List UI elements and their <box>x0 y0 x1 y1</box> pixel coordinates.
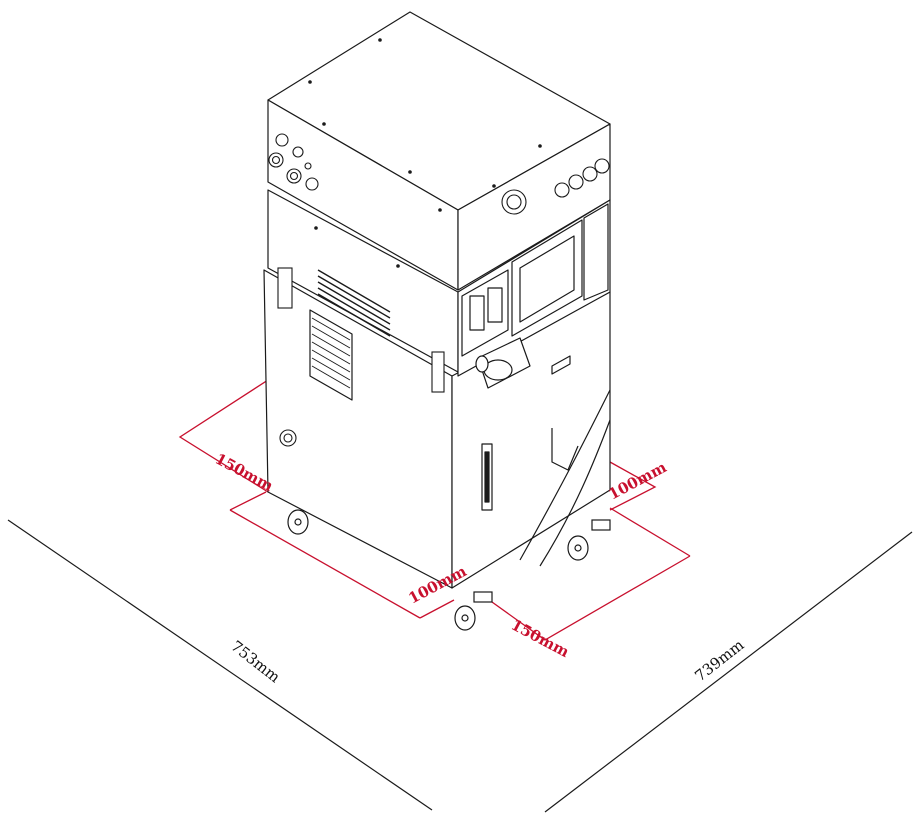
indicator-1 <box>554 182 570 198</box>
cabinet-knob <box>279 429 297 447</box>
pump-cap <box>475 355 489 373</box>
hinge-right <box>431 351 445 393</box>
label-footprint-left: 753mm <box>228 637 284 686</box>
indicator-4 <box>594 158 610 174</box>
accent-curve-2 <box>539 419 611 567</box>
clearance-lines <box>178 379 691 641</box>
display-screen <box>519 235 575 323</box>
latch <box>551 355 571 375</box>
louvre-frame <box>309 309 353 401</box>
control-switch-b <box>487 287 503 323</box>
clearance-front-right <box>477 555 691 641</box>
indicator-2 <box>568 174 584 190</box>
clearance-left-side <box>229 509 421 619</box>
level-gauge-window <box>484 451 490 503</box>
connector-4 <box>292 146 304 158</box>
hinges <box>277 267 445 393</box>
clearance-right-side <box>609 507 691 557</box>
machine <box>263 11 611 589</box>
control-switch-a <box>469 295 485 331</box>
hinge-left <box>277 267 293 309</box>
louvre-slats <box>311 317 351 389</box>
connector-5 <box>305 177 319 191</box>
upper-right-gauges <box>501 158 610 215</box>
clearance-front-corner <box>419 599 455 619</box>
label-clearance-left-back: 150mm <box>212 450 276 496</box>
footprint-lines <box>7 519 913 813</box>
accent-curve-1 <box>519 389 611 561</box>
clearance-back-edge <box>229 491 267 511</box>
label-footprint-right: 739mm <box>691 636 747 685</box>
handle-hook <box>551 428 579 471</box>
upper-connectors <box>268 133 319 191</box>
indicator-3 <box>582 166 598 182</box>
caster-brake-front <box>473 591 493 603</box>
connector-6 <box>304 162 312 170</box>
casters <box>287 509 611 631</box>
screws <box>308 38 542 268</box>
label-clearance-front-right: 150mm <box>508 616 572 662</box>
side-controller <box>583 203 609 301</box>
clearance-back-left <box>178 379 269 493</box>
footprint-right-line <box>544 531 913 813</box>
caster-brake-right <box>591 519 611 531</box>
connector-3 <box>275 133 289 147</box>
footprint-left-line <box>7 519 433 811</box>
vent-grille <box>317 269 391 337</box>
clearance-right-back <box>609 461 657 511</box>
